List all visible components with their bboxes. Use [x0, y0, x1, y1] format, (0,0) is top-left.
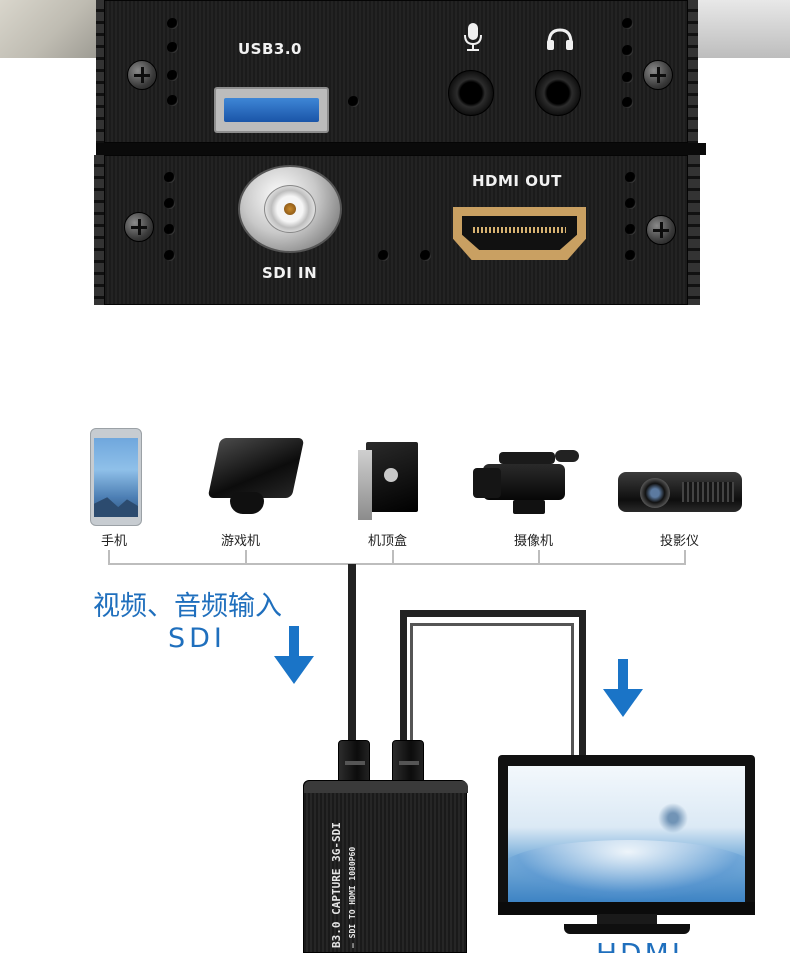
heatsink-fins-right-lower: [686, 155, 700, 305]
panel-gap: [96, 143, 706, 155]
usb-port: [214, 87, 329, 133]
led-hole: [378, 250, 389, 261]
vent-hole: [167, 42, 178, 53]
led-hole: [348, 96, 359, 107]
device-label-set-top-box: 机顶盒: [368, 534, 408, 549]
sdi-in-label: SDI IN: [262, 264, 318, 282]
vent-hole: [167, 70, 178, 81]
hdmi-port: [453, 207, 586, 260]
headphone-jack: [535, 70, 581, 116]
connector-tick: [392, 550, 394, 564]
down-arrow-icon: [274, 626, 314, 684]
vent-hole: [167, 95, 178, 106]
hdmi-out-label: HDMI OUT: [472, 172, 562, 190]
notebook-corner: [0, 0, 100, 58]
vent-hole: [164, 198, 175, 209]
headphones-icon: [547, 28, 573, 50]
projector-icon: [618, 468, 742, 516]
output-title: HDMI: [596, 937, 683, 953]
vent-hole: [622, 72, 633, 83]
sdi-plug: [338, 740, 370, 784]
connector-tick: [108, 550, 110, 564]
sdi-bnc-connector: [238, 165, 342, 253]
input-subtitle: SDI: [168, 623, 226, 654]
screw-icon: [646, 215, 676, 245]
hdmi-cable-inner: [410, 623, 413, 743]
capture-device: [303, 780, 468, 953]
vent-hole: [622, 97, 633, 108]
hdmi-monitor: [498, 755, 755, 915]
connector-tick: [684, 550, 686, 564]
smartphone-icon: [90, 428, 142, 526]
capture-device-model: B3.0 CAPTURE 3G-SDI: [330, 822, 343, 948]
hdmi-cable-left: [400, 610, 407, 744]
screw-icon: [127, 60, 157, 90]
monitor-stand: [597, 914, 657, 926]
down-arrow-icon: [603, 659, 643, 717]
heatsink-fins-right: [686, 0, 698, 143]
connector-line: [108, 563, 686, 565]
bottom-port-panel: [104, 155, 688, 305]
vent-hole: [622, 45, 633, 56]
microphone-icon: [464, 23, 482, 51]
video-camera-icon: [473, 448, 579, 516]
vent-hole: [625, 224, 636, 235]
device-label-console: 游戏机: [221, 534, 261, 549]
input-title: 视频、音频输入: [93, 591, 282, 622]
sdi-cable: [348, 564, 356, 744]
monitor-base: [564, 924, 690, 934]
microphone-jack: [448, 70, 494, 116]
vent-hole: [625, 198, 636, 209]
hdmi-cable-top: [400, 610, 586, 617]
device-label-projector: 投影仪: [660, 534, 700, 549]
set-top-box-icon: [358, 442, 418, 520]
vent-hole: [164, 172, 175, 183]
usb-label: USB3.0: [238, 40, 302, 58]
heatsink-fins-left: [96, 0, 106, 143]
vent-hole: [625, 172, 636, 183]
connector-tick: [245, 550, 247, 564]
capture-device-subtitle: — SDI TO HDMI 1080P60: [348, 846, 357, 948]
hdmi-plug: [392, 740, 424, 784]
hdmi-cable-right: [579, 610, 586, 758]
screw-icon: [643, 60, 673, 90]
vent-hole: [164, 250, 175, 261]
hdmi-cable-inner: [410, 623, 574, 626]
photo-background-right: [695, 0, 790, 58]
device-label-phone: 手机: [101, 534, 128, 549]
top-port-panel: [104, 0, 688, 143]
led-hole: [420, 250, 431, 261]
vent-hole: [167, 18, 178, 29]
heatsink-fins-left-lower: [94, 155, 106, 305]
vent-hole: [164, 224, 175, 235]
screw-icon: [124, 212, 154, 242]
device-label-camera: 摄像机: [514, 534, 554, 549]
vent-hole: [622, 18, 633, 29]
connector-tick: [538, 550, 540, 564]
vent-hole: [625, 250, 636, 261]
game-console-icon: [207, 438, 305, 514]
hdmi-cable-inner: [571, 623, 574, 758]
